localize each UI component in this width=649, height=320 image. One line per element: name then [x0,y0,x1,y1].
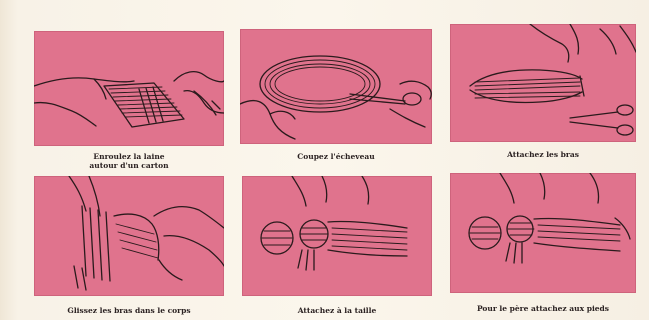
caption-step-2: Coupez l'écheveau [240,152,432,161]
caption-step-1-line-1: Enroulez la laine [34,152,224,161]
caption-step-1-line-2: autour d'un carton [34,161,224,170]
hands-wrapping-yarn-on-card-illustration [34,31,224,146]
hands-tying-arms-with-scissors-illustration [450,24,636,142]
hands-sliding-arms-into-body-illustration [34,176,224,296]
panel-tie-feet [450,173,636,293]
panel-tie-arms [450,24,636,142]
panel-insert-arms [34,176,224,296]
panel-tie-waist [242,176,432,296]
caption-step-4: Glissez les bras dans le corps [34,306,224,315]
hands-cutting-skein-with-scissors-illustration [240,29,432,144]
caption-step-5: Attachez à la taille [242,306,432,315]
caption-step-5-line-1: Attachez à la taille [242,306,432,315]
panel-cut-skein [240,29,432,144]
caption-step-2-line-1: Coupez l'écheveau [240,152,432,161]
caption-step-3-line-1: Attachez les bras [450,150,636,159]
panel-wrap-yarn [34,31,224,146]
caption-step-3: Attachez les bras [450,150,636,159]
caption-step-6-line-1: Pour le père attachez aux pieds [450,304,636,313]
caption-step-4-line-1: Glissez les bras dans le corps [34,306,224,315]
caption-step-6: Pour le père attachez aux pieds [450,304,636,313]
hands-tying-waist-illustration [242,176,432,296]
hands-tying-feet-illustration [450,173,636,293]
caption-step-1: Enroulez la laine autour d'un carton [34,152,224,170]
